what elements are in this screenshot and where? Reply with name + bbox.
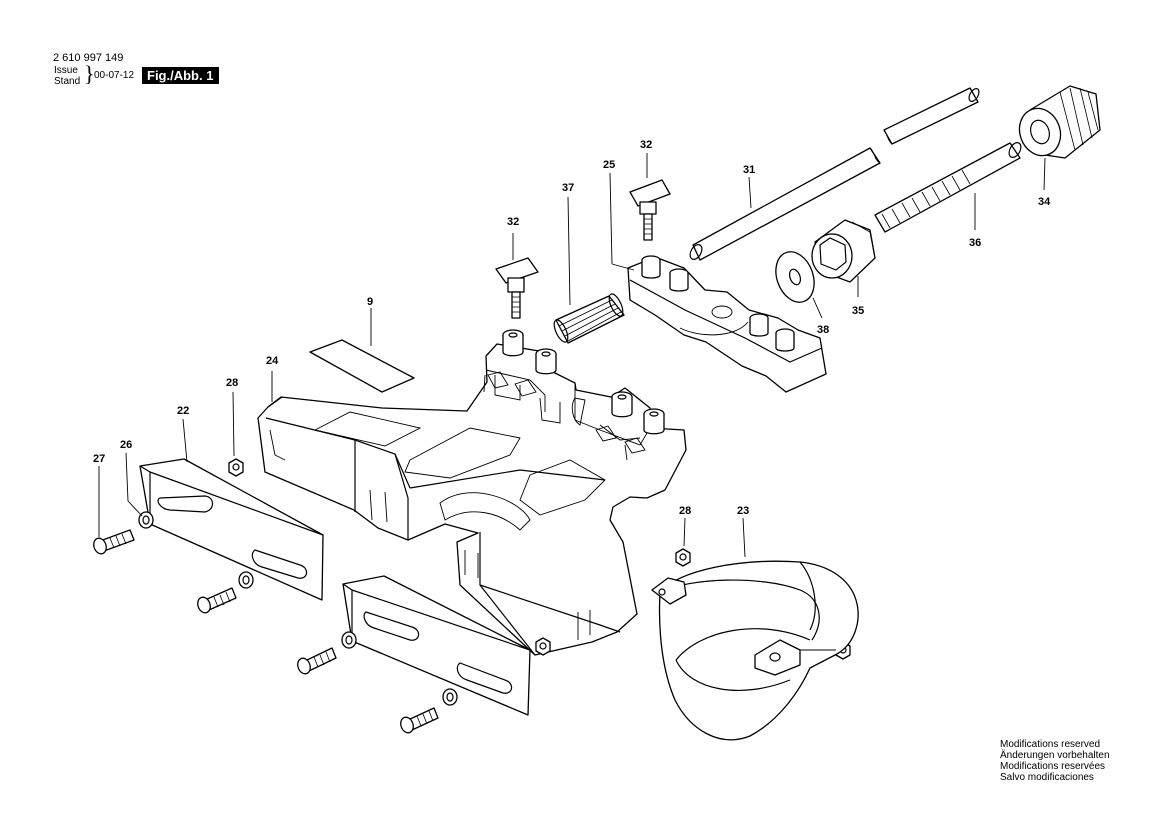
callout-34: 34 [1038,196,1051,208]
screw-part-27-b [197,587,237,614]
callout-27: 27 [93,453,105,465]
issue-label: Issue [54,65,78,76]
note-de: Änderungen vorbehalten [1000,750,1110,761]
knob-part-35 [811,219,876,283]
callout-22: 22 [177,405,189,417]
screw-part-27-d [400,707,439,734]
base-part-24 [257,329,687,656]
callout-37: 37 [562,182,574,194]
note-en: Modifications reserved [1000,739,1101,750]
callout-labels: 9 22 23 24 25 26 27 28 28 31 32 32 34 35… [93,139,1051,517]
wing-screw-part-32-a [495,257,539,319]
callout-32-b: 32 [640,139,652,151]
note-fr: Modifications reservées [1000,761,1106,772]
callout-28-a: 28 [226,377,238,389]
brace-glyph: } [84,61,95,86]
washer-part-26-d [442,688,458,706]
figure-label: Fig./Abb. 1 [142,67,220,84]
callout-9: 9 [367,296,373,308]
callout-32-a: 32 [507,216,519,228]
wing-screw-part-32-b [629,179,671,241]
nut-extra-left [535,637,551,656]
knob-part-34 [1018,85,1101,159]
nut-part-28-a [228,458,244,477]
callout-24: 24 [266,355,279,367]
washer-part-26-b [238,571,254,589]
clamp-bar-part-25 [627,255,827,393]
washer-part-26-a [138,511,154,529]
guard-part-23 [651,560,859,741]
callout-35: 35 [852,305,864,317]
issue-date: 00-07-12 [94,70,135,81]
note-es: Salvo modificaciones [1000,772,1094,783]
callout-28-b: 28 [679,505,691,517]
spring-part-37 [553,293,625,344]
issue-stand-label: Issue Stand [54,65,80,87]
callout-23: 23 [737,505,749,517]
slot-plate-part-22-b [342,575,531,716]
nut-part-28-b [675,548,691,567]
callout-26: 26 [120,439,132,451]
callout-31: 31 [743,164,755,176]
modifications-note: Modifications reserved Änderungen vorbeh… [1000,739,1110,783]
washer-part-38 [775,251,815,303]
screw-part-27-c [297,647,337,675]
threaded-rod-part-36 [874,142,1022,233]
stand-label: Stand [54,76,81,87]
part-number: 2 610 997 149 [53,52,124,64]
callout-leaders [98,153,1046,558]
callout-25: 25 [603,159,615,171]
callout-38: 38 [817,324,829,336]
screw-part-27-a [93,529,135,555]
label-part-9 [309,339,415,393]
washer-part-26-c [341,631,357,649]
rod-part-31 [689,87,980,261]
callout-36: 36 [969,237,981,249]
